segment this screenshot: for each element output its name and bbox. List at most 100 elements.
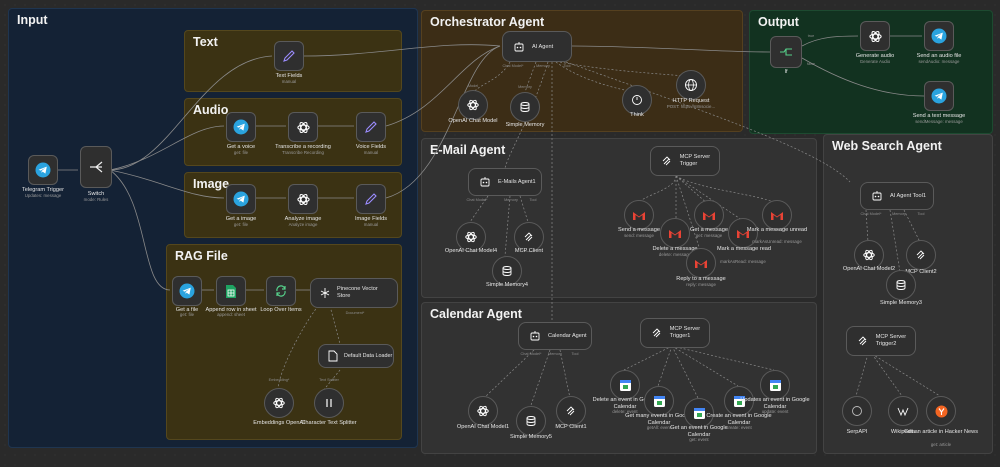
sub-get-message: get: message <box>695 233 723 238</box>
node-create-event[interactable] <box>724 386 754 416</box>
node-voice-fields[interactable] <box>356 112 386 142</box>
wire-ws-model <box>865 209 869 243</box>
label-get-image: Get a image <box>225 216 257 222</box>
label-get-message: Get a message <box>690 227 728 233</box>
wire-switch-image <box>109 169 225 199</box>
group-title-email: E-Mail Agent <box>430 143 506 157</box>
robot-icon <box>477 174 493 190</box>
node-email-agent[interactable]: E-Mails Agent1 <box>468 168 542 196</box>
node-email-mcp-client[interactable] <box>514 222 544 252</box>
node-mark-read[interactable] <box>728 218 758 248</box>
label-analyze-image: Analyze image <box>284 216 322 222</box>
wire-pinecone-loader <box>329 305 341 345</box>
openai-icon <box>295 119 311 135</box>
label-ws-memory: Simple Memory3 <box>880 300 922 306</box>
node-get-file[interactable] <box>172 276 202 306</box>
node-ws-memory[interactable] <box>886 270 916 300</box>
node-mcp-trigger1[interactable]: MCP Server Trigger1 <box>640 318 710 348</box>
node-get-voice[interactable] <box>226 112 256 142</box>
port-chat-model-orch: Chat Model* <box>502 64 524 68</box>
wire-mcp-gmail <box>637 175 677 205</box>
node-email-model[interactable] <box>456 222 486 252</box>
node-ai-agent[interactable]: AI Agent <box>502 31 572 62</box>
node-orch-memory[interactable] <box>510 92 540 122</box>
node-send-audio[interactable] <box>924 21 954 51</box>
node-cal-mcp-client[interactable] <box>556 396 586 426</box>
node-append-row[interactable] <box>216 276 246 306</box>
node-get-message[interactable] <box>694 200 724 230</box>
label-append-row: Append row in sheet <box>205 307 257 313</box>
node-ws-agent[interactable]: AI Agent Tool1 <box>860 182 934 210</box>
node-mcp-trigger[interactable]: MCP Server Trigger <box>650 146 720 176</box>
label-voice-fields: Voice Fields <box>355 144 387 150</box>
port-memory-orch: Memory <box>536 64 550 68</box>
robot-icon <box>511 39 527 55</box>
wire-mcp2-hn <box>871 353 941 397</box>
label-get-event: Get an event in Google Calendar <box>670 425 728 438</box>
node-transcribe[interactable] <box>288 112 318 142</box>
node-orch-model[interactable] <box>458 90 488 120</box>
node-update-event[interactable] <box>760 370 790 400</box>
node-mcp-trigger2[interactable]: MCP Server Trigger2 <box>846 326 916 356</box>
node-data-loader[interactable]: Default Data Loader <box>318 344 394 368</box>
port-embedding: Embedding* <box>268 378 290 382</box>
calendar-icon <box>731 393 747 409</box>
label-orch-model: OpenAI Chat Model <box>448 118 498 124</box>
node-if[interactable] <box>770 36 802 68</box>
node-delete-message[interactable] <box>660 218 690 248</box>
database-icon <box>517 99 533 115</box>
node-get-many-events[interactable] <box>644 386 674 416</box>
node-pinecone[interactable]: Pinecone Vector Store <box>310 278 398 308</box>
node-gen-audio[interactable] <box>860 21 890 51</box>
sub-transcribe: Transcribe Recording <box>282 150 324 155</box>
node-http[interactable] <box>676 70 706 100</box>
label-orch-memory: Simple Memory <box>505 122 545 128</box>
node-get-image[interactable] <box>226 184 256 214</box>
port-memory-email: Memory <box>504 198 518 202</box>
port-true: true <box>807 34 815 38</box>
globe-icon <box>683 77 699 93</box>
node-loop-items[interactable] <box>266 276 296 306</box>
node-email-memory[interactable] <box>492 256 522 286</box>
node-text-fields[interactable] <box>274 41 304 71</box>
wire-imagefields-agent <box>385 45 501 199</box>
node-analyze-image[interactable] <box>288 184 318 214</box>
node-ws-mcp-client[interactable] <box>906 240 936 270</box>
node-telegram-trigger[interactable] <box>28 155 58 185</box>
calendar-icon <box>651 393 667 409</box>
node-cal-memory[interactable] <box>516 406 546 436</box>
node-think[interactable] <box>622 85 652 115</box>
wire-if-sendtext <box>801 57 925 97</box>
sub-get-many-events: getAll: event <box>646 425 672 430</box>
node-cal-agent[interactable]: Calendar Agent <box>518 322 592 350</box>
node-serpapi[interactable] <box>842 396 872 426</box>
wire-voicefields-agent <box>385 45 501 127</box>
label-email-mcp-client: MCP Client <box>514 248 544 254</box>
node-reply-message[interactable] <box>686 248 716 278</box>
wire-agent-email <box>504 61 549 169</box>
node-ws-model[interactable] <box>854 240 884 270</box>
node-mark-unread[interactable] <box>762 200 792 230</box>
node-send-text[interactable] <box>924 81 954 111</box>
node-image-fields[interactable] <box>356 184 386 214</box>
node-cal-model[interactable] <box>468 396 498 426</box>
node-splitter[interactable] <box>314 388 344 418</box>
pinecone-icon <box>317 285 333 301</box>
sub-get-file: get: file <box>179 312 195 317</box>
wikipedia-icon <box>895 403 911 419</box>
node-wikipedia[interactable] <box>888 396 918 426</box>
node-switch[interactable] <box>80 146 112 188</box>
database-icon <box>893 277 909 293</box>
group-title-audio: Audio <box>193 103 229 117</box>
gmail-icon <box>735 225 751 241</box>
node-embeddings[interactable] <box>264 388 294 418</box>
sub-telegram-trigger: Updates: message <box>24 193 62 198</box>
node-delete-event[interactable] <box>610 370 640 400</box>
sub-get-image: get: file <box>233 222 249 227</box>
wire-switch-audio <box>109 125 225 171</box>
node-send-message[interactable] <box>624 200 654 230</box>
node-get-event[interactable] <box>684 398 714 428</box>
label-delete-message: Delete a message <box>652 246 698 252</box>
node-hackernews[interactable] <box>926 396 956 426</box>
